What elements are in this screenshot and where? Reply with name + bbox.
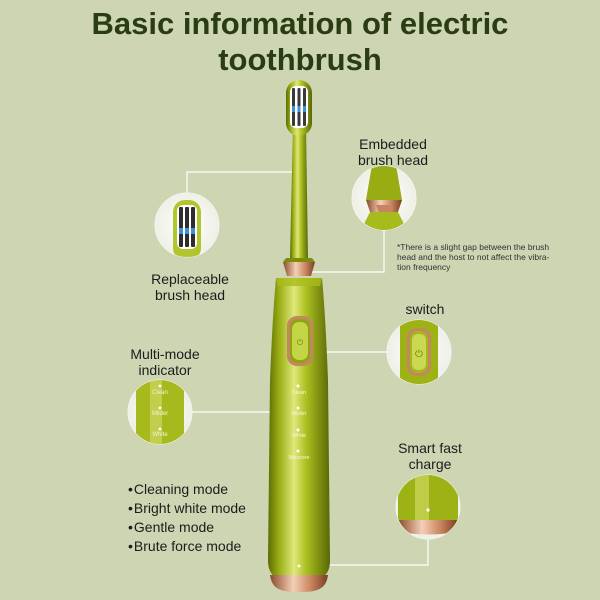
charge-cap: [270, 575, 328, 592]
body-mode-clean: Clean: [291, 390, 307, 396]
zoom-embedded: [351, 165, 417, 231]
toothbrush: ⏻: [268, 80, 330, 592]
body-mode-white: White: [291, 433, 307, 439]
replaceable-label: Replaceable brush head: [151, 271, 229, 303]
zoom-indicator: [127, 379, 193, 445]
feature-item: Bright white mode: [128, 499, 246, 518]
zoom-switch: ⏻: [386, 319, 452, 385]
brush-neck: [290, 126, 308, 258]
zoom-charge: [395, 474, 461, 540]
feature-item: Gentle mode: [128, 518, 246, 537]
indicator-mode-clean: Clean: [152, 390, 168, 396]
charge-line: [296, 539, 429, 566]
multimode-label: Multi-mode indicator: [130, 346, 200, 378]
page-title: Basic information of electric toothbrush: [0, 6, 600, 78]
indicator-mode-milder: Milder: [151, 411, 169, 417]
feature-list: Cleaning mode Bright white mode Gentle m…: [128, 480, 246, 556]
svg-text:⏻: ⏻: [415, 349, 423, 360]
feature-item: Brute force mode: [128, 537, 246, 556]
zoom-replaceable: [154, 192, 220, 258]
charge-label: Smart fast charge: [398, 440, 462, 472]
collar: [283, 262, 315, 276]
replaceable-line: [186, 171, 298, 193]
indicator-mode-white: White: [152, 432, 168, 438]
feature-item: Cleaning mode: [128, 480, 246, 499]
page-title-line1: Basic information of electric: [91, 6, 509, 41]
body-mode-milder: Milder: [291, 411, 307, 417]
embedded-line: [303, 230, 385, 273]
embedded-label: Embedded brush head: [357, 136, 429, 168]
svg-text:⏻: ⏻: [297, 338, 304, 347]
page-title-line2: toothbrush: [218, 42, 382, 77]
body-mode-maxcore: Maxcore: [288, 455, 310, 461]
switch-label: switch: [405, 301, 445, 317]
gap-note: *There is a slight gap between the brush…: [397, 242, 550, 272]
